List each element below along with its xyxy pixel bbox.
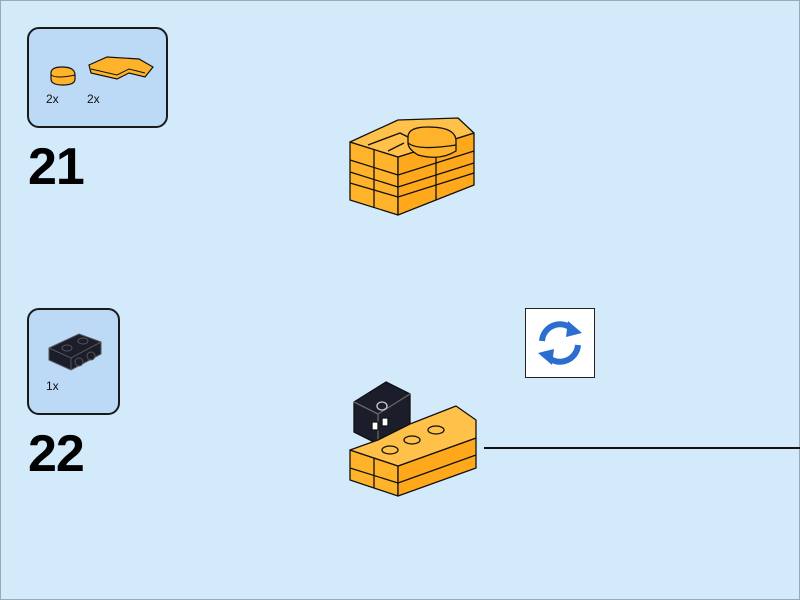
bracket-plate-icon [48, 333, 102, 371]
connector-line [484, 447, 800, 449]
step-21-model [349, 117, 475, 216]
corner-plate-icon [88, 56, 154, 80]
part-qty: 2x [87, 92, 100, 106]
step-number-21: 21 [28, 138, 85, 196]
round-plate-1x1-icon [50, 66, 76, 86]
rotate-callout [525, 308, 595, 378]
rotate-model-icon [538, 321, 582, 365]
part-qty: 2x [46, 92, 59, 106]
parts-callout-step-21: 2x 2x [27, 27, 168, 128]
step-22-model [349, 381, 477, 497]
part-qty: 1x [46, 379, 59, 393]
parts-callout-step-22: 1x [27, 308, 120, 415]
step-number-22: 22 [28, 425, 85, 483]
